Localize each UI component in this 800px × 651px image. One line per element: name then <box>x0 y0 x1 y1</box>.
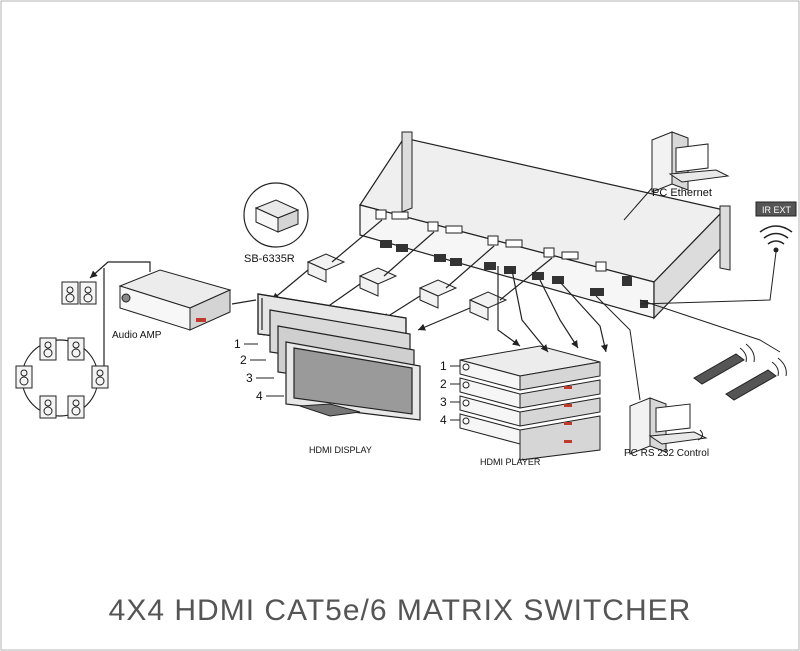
player-number-1: 1 <box>440 359 447 373</box>
pc-rs232-computer <box>595 295 708 455</box>
player-number-2: 2 <box>440 377 447 391</box>
player-number-lines <box>450 365 460 421</box>
hdmi-display-label: HDMI DISPLAY <box>309 445 372 455</box>
pc-rs232-label: PC RS 232 Control <box>624 448 709 459</box>
player-number-3: 3 <box>440 395 447 409</box>
pc-ethernet-label: PC Ethernet <box>652 187 712 199</box>
ir-ext-label: IR EXT <box>762 205 792 215</box>
hdmi-player-label: HDMI PLAYER <box>480 457 541 467</box>
hdmi-displays <box>257 293 421 421</box>
diagram-title: 4X4 HDMI CAT5e/6 MATRIX SWITCHER <box>108 594 692 627</box>
display-links <box>271 219 553 331</box>
receiver-model-label: SB-6335R <box>244 253 295 265</box>
display-number-1: 1 <box>234 337 241 351</box>
display-number-4: 4 <box>256 389 263 403</box>
ir-extender <box>639 201 797 305</box>
display-number-3: 3 <box>246 371 253 385</box>
matrix-switcher <box>359 131 731 320</box>
surround-speakers <box>15 337 109 419</box>
receiver-callout <box>243 182 309 248</box>
audio-amp <box>118 269 232 331</box>
remote-controls <box>639 299 787 401</box>
hdmi-players <box>459 345 601 461</box>
display-number-lines <box>244 343 284 397</box>
player-links <box>497 266 608 353</box>
pc-ethernet-computer <box>623 131 730 221</box>
front-speakers <box>61 281 97 305</box>
display-number-2: 2 <box>240 353 247 367</box>
receiver-units <box>306 253 508 321</box>
player-number-4: 4 <box>440 413 447 427</box>
audio-amp-label: Audio AMP <box>112 330 162 341</box>
